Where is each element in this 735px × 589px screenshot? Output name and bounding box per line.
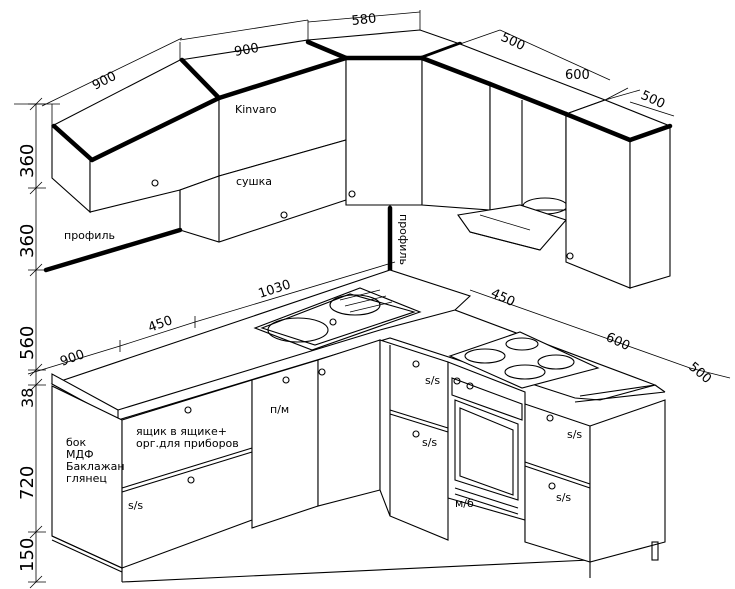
label-ss-right-bottom: s/s bbox=[556, 491, 572, 504]
label-mb: м/б bbox=[455, 497, 474, 510]
countertop-dimension-lines bbox=[27, 261, 731, 379]
sink bbox=[253, 287, 422, 351]
vertical-dimension-axis bbox=[14, 97, 60, 589]
dim-counter-drawer-width: 450 bbox=[146, 313, 174, 336]
label-ss-corner-top: s/s bbox=[425, 374, 441, 387]
dim-upper-left-width: 900 bbox=[90, 69, 119, 94]
label-ss-left: s/s bbox=[128, 499, 144, 512]
label-drawer-organizer: ящик в ящике+ орг.для приборов bbox=[136, 425, 239, 450]
dim-upper-right-width: 600 bbox=[565, 68, 590, 83]
label-ss-right-top: s/s bbox=[567, 428, 583, 441]
label-profile-left: профиль bbox=[64, 229, 115, 242]
upper-dryer-cabinet bbox=[178, 19, 349, 243]
base-drawer-cabinet bbox=[121, 379, 591, 583]
base-sink-cabinet bbox=[317, 339, 381, 507]
countertop bbox=[50, 269, 666, 421]
upper-right-cabinet bbox=[563, 89, 675, 289]
dim-counter-right-depth: 500 bbox=[685, 360, 714, 387]
hob bbox=[448, 331, 600, 389]
dim-upper-right-depth-b: 500 bbox=[638, 88, 667, 112]
dim-upper-right-depth-a: 500 bbox=[498, 30, 527, 54]
profile-strips bbox=[43, 205, 393, 275]
dim-height-upper-b: 360 bbox=[17, 224, 38, 258]
label-ss-corner-bottom: s/s bbox=[422, 436, 438, 449]
dim-counter-left-width: 900 bbox=[58, 347, 86, 370]
dim-height-gap: 560 bbox=[17, 326, 38, 360]
base-dishwasher-cabinet bbox=[251, 359, 319, 529]
dim-height-plinth: 150 bbox=[17, 538, 38, 572]
label-pm: п/м bbox=[270, 403, 290, 416]
upper-hood-cabinet bbox=[419, 29, 629, 251]
label-sushka: сушка bbox=[236, 175, 273, 188]
label-side-panel: бок МДФ Баклажан глянец bbox=[66, 436, 125, 485]
oven bbox=[447, 361, 526, 542]
dim-upper-corner-width: 580 bbox=[351, 11, 377, 29]
label-profile-vertical: профиль bbox=[397, 214, 410, 265]
dim-height-upper-a: 360 bbox=[17, 144, 38, 178]
base-right-cabinet bbox=[524, 399, 666, 578]
dim-height-top: 38 bbox=[18, 388, 37, 408]
dim-counter-right-b: 600 bbox=[603, 330, 632, 354]
label-kinvaro: Kinvaro bbox=[235, 103, 277, 116]
base-corner-right-side bbox=[379, 339, 449, 541]
dim-counter-right-a: 450 bbox=[488, 286, 517, 310]
dim-upper-mid-width: 900 bbox=[233, 41, 260, 60]
dim-height-base: 720 bbox=[17, 466, 38, 500]
